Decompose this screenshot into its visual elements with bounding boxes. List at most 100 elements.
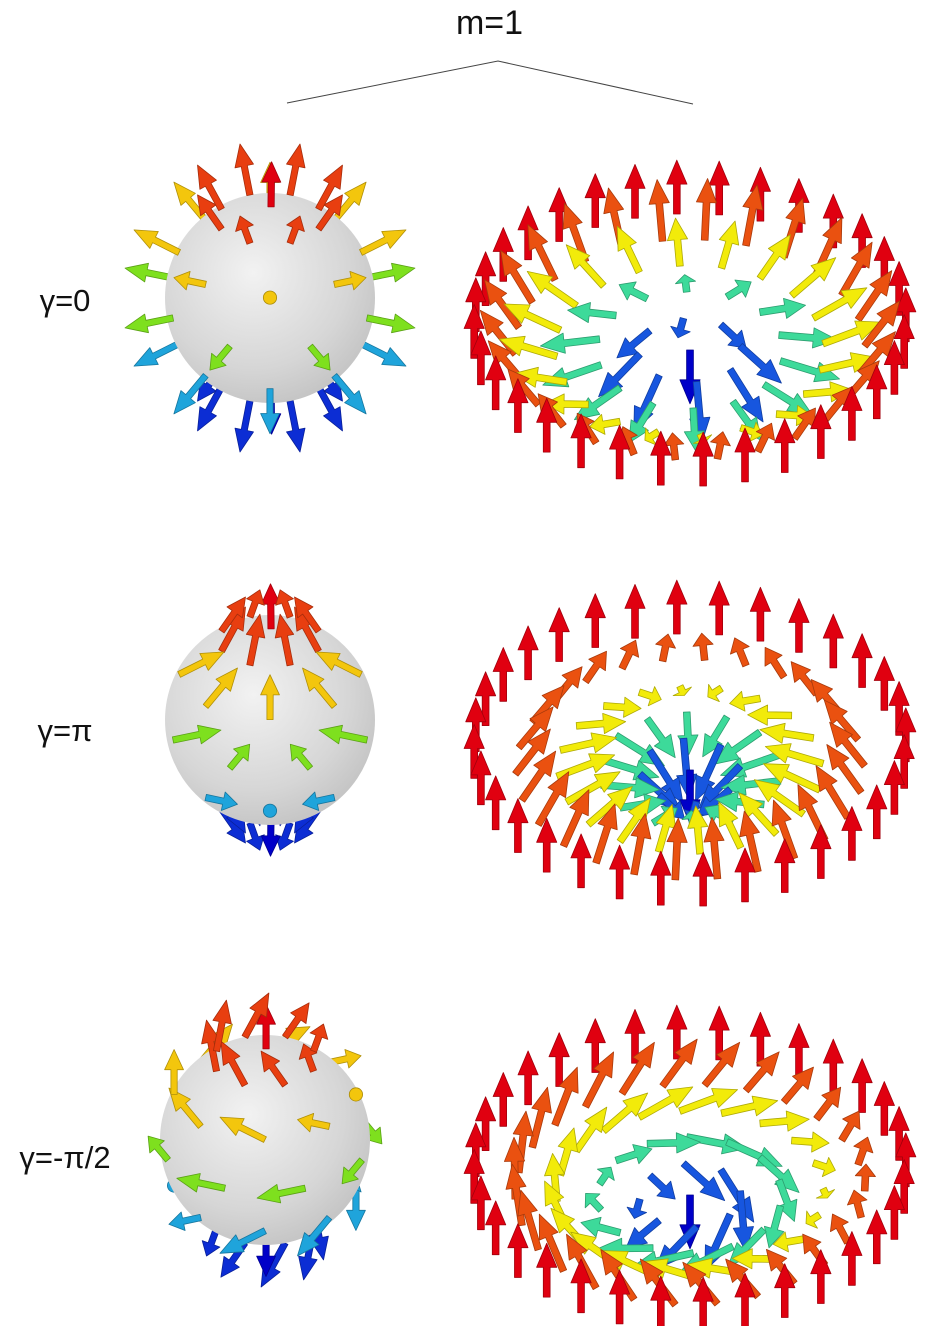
skyrmion-spin-arrow [774,418,796,473]
skyrmion-spin-arrow [548,607,570,662]
skyrmion-spin-arrow [847,1189,868,1219]
sphere-spin-arrow [294,606,322,653]
skyrmion-spin-arrow [759,1110,810,1132]
sphere-spin-arrow [359,229,407,256]
sphere-spin-arrow [286,215,305,245]
skyrmion-spin-arrow [507,378,529,433]
sphere-spin-arrow [341,1157,365,1185]
sphere-spin-arrow [241,992,270,1039]
skyrmion-spin-arrow [763,763,822,794]
skyrmion-spin-arrow [774,1263,796,1318]
sphere-spin-arrow [274,613,295,667]
skyrmion-spin-arrow [883,340,905,395]
skyrmion-spin-arrow [584,593,606,648]
sphere-spin-arrow [176,1173,226,1193]
skyrmion-spin-arrow [858,331,896,376]
sphere [165,615,375,825]
skyrmion-spin-arrow [713,729,763,765]
sphere-panel [124,143,416,453]
sphere-spin-arrow [209,343,233,371]
skyrmion-spin-arrow [515,706,554,751]
skyrmion-spin-arrow [535,771,570,827]
skyrmion-spin-arrow [710,431,731,460]
skyrmion-spin-arrow [659,1038,698,1089]
skyrmion-spin-arrow [528,1086,552,1149]
skyrmion-spin-arrow [601,1092,649,1134]
sphere-spin-arrow [197,194,225,232]
sphere-spin-arrow [315,164,343,212]
row-label-gamma-pi: γ=π [37,713,93,748]
skyrmion-spin-arrow [747,704,793,726]
skyrmion-spin-arrow [584,173,606,228]
sphere-spin-arrow [318,724,369,745]
skyrmion-spin-arrow [788,598,810,653]
skyrmion-spin-arrow [650,850,672,906]
skyrmion-spin-arrow [637,686,662,707]
skyrmion-spin-arrow [743,1051,780,1094]
skyrmion-spin-arrow [685,1133,748,1155]
sphere-front-arrows [147,992,365,1257]
sphere-spin-arrow [173,270,207,291]
skyrmion-spin-arrow [538,1213,567,1273]
skyrmion-spin-arrow [551,1066,579,1127]
skyrmion-spin-arrow [717,1167,755,1223]
skyrmion-spin-arrow [536,1242,558,1298]
skyrmion-spin-arrow [624,163,646,219]
sphere-spin-arrow [275,589,294,619]
skyrmion-spin-arrow [851,633,873,688]
skyrmion-spin-arrow [687,805,709,855]
skyrmion-spin-arrow [666,1004,688,1060]
skyrmion-spin-arrow [866,364,888,420]
skyrmion-spin-arrow [512,728,551,777]
skyrmion-spin-arrow [580,1216,622,1238]
skyrmion-panel [463,159,917,487]
skyrmion-spin-arrow [818,352,877,374]
sphere-spin-arrow [246,589,265,619]
sphere-spin-arrow [309,1023,329,1053]
sphere-spin-arrow [124,262,175,283]
skyrmion-spin-arrow [666,817,688,881]
sphere-spin-arrow [315,384,343,432]
sphere-spin-arrow [275,821,294,851]
skyrmion-spin-arrow [647,1172,676,1200]
skyrmion-spin-arrow [596,1166,615,1187]
skyrmion-spin-arrow [609,424,631,480]
skyrmion-spin-arrow [670,317,691,339]
skyrmion-spin-arrow [737,342,782,384]
skyrmion-spin-arrow [791,1131,830,1153]
sphere-spin-arrow [173,373,209,415]
skyrmion-spin-arrow [854,1163,876,1192]
skyrmion-spin-arrow [616,327,653,359]
sphere-front-arrows [124,143,416,435]
sphere-spin-arrow [333,270,367,291]
skyrmion-spin-arrow [666,579,688,635]
skyrmion-spin-arrow [618,1041,655,1096]
skyrmion-spin-arrow [810,404,832,459]
skyrmion-spin-arrow [696,178,717,241]
skyrmion-spin-arrow [861,300,901,349]
skyrmion-spin-arrow [582,1051,614,1109]
skyrmion-spin-arrow [570,413,592,469]
skyrmion-spin-arrow [717,220,740,270]
skyrmion-spin-arrow [470,750,492,806]
sphere-spin-arrow [218,596,246,634]
skyrmion-spin-arrow [756,234,791,281]
skyrmion-spin-arrow [492,1072,514,1127]
skyrmion-spin-arrow [829,721,868,769]
sphere-spin-arrow [286,143,306,197]
skyrmion-spin-arrow [500,250,536,305]
skyrmion-spin-arrow [708,160,730,216]
skyrmion-spin-arrow [655,633,676,663]
skyrmion-spin-arrow [692,632,714,661]
skyrmion-spin-arrow [646,748,684,804]
skyrmion-spin-arrow [692,431,714,487]
skyrmion-spin-arrow [813,1086,842,1122]
sphere-spin-arrow [294,596,322,634]
skyrmion-spin-arrow [628,400,657,444]
skyrmion-spin-arrow [470,330,492,386]
sphere-spin-arrow [220,1040,249,1088]
skyrmion-spin-arrow [708,1005,730,1061]
skyrmion-spin-arrow [646,1132,701,1154]
skyrmion-spin-arrow [507,368,542,408]
